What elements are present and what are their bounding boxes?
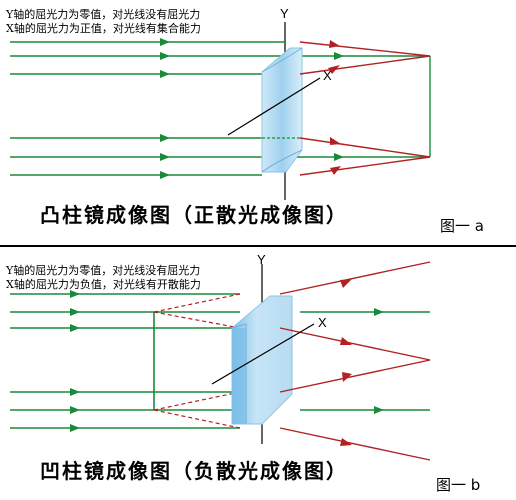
panel-a-refracted-arrows [328, 40, 341, 175]
panel-a-lower-incoming-rays [10, 137, 430, 176]
panel-b-y-label: Y [257, 252, 266, 267]
panel-a-x-axis [227, 77, 321, 136]
panel-a-refracted-rays [299, 41, 431, 176]
panel-a: Y轴的屈光力为零值，对光线没有屈光力 X轴的屈光力为正值，对光线有集合能力 Y [5, 6, 484, 235]
panel-a-convex-cylinder-lens [261, 47, 303, 173]
panel-a-upper-incoming-rays [10, 41, 430, 75]
panel-a-fig-label: 图一 a [440, 217, 484, 235]
panel-a-note-2: X轴的屈光力为正值，对光线有集合能力 [6, 21, 201, 35]
panel-b-note-2: X轴的屈光力为负值，对光线有开散能力 [6, 277, 201, 291]
panel-b-concave-cylinder-lens [231, 295, 293, 425]
panel-b-incoming-arrows [70, 290, 384, 432]
panel-b: Y轴的屈光力为零值，对光线没有屈光力 X轴的屈光力为负值，对光线有开散能力 Y [5, 252, 480, 494]
panel-b-fig-label: 图一 b [436, 476, 480, 494]
panel-b-refracted-arrows [340, 279, 352, 446]
panel-a-upper-arrows [160, 38, 344, 78]
panel-b-note-1: Y轴的屈光力为零值，对光线没有屈光力 [5, 263, 200, 277]
panel-b-virtual-rays [153, 293, 241, 429]
panel-a-lower-arrows [160, 134, 344, 179]
panel-a-title: 凸柱镜成像图（正散光成像图） [40, 203, 348, 227]
panel-a-note-1: Y轴的屈光力为零值，对光线没有屈光力 [5, 7, 200, 21]
panel-b-x-axis [211, 323, 315, 385]
panel-b-incoming-rays [10, 293, 430, 429]
panel-b-x-label: X [318, 315, 327, 330]
panel-b-title: 凹柱镜成像图（负散光成像图） [40, 459, 348, 483]
panel-a-y-label: Y [280, 6, 289, 21]
panel-b-refracted-rays [279, 261, 431, 461]
panel-a-x-label: X [323, 68, 332, 83]
